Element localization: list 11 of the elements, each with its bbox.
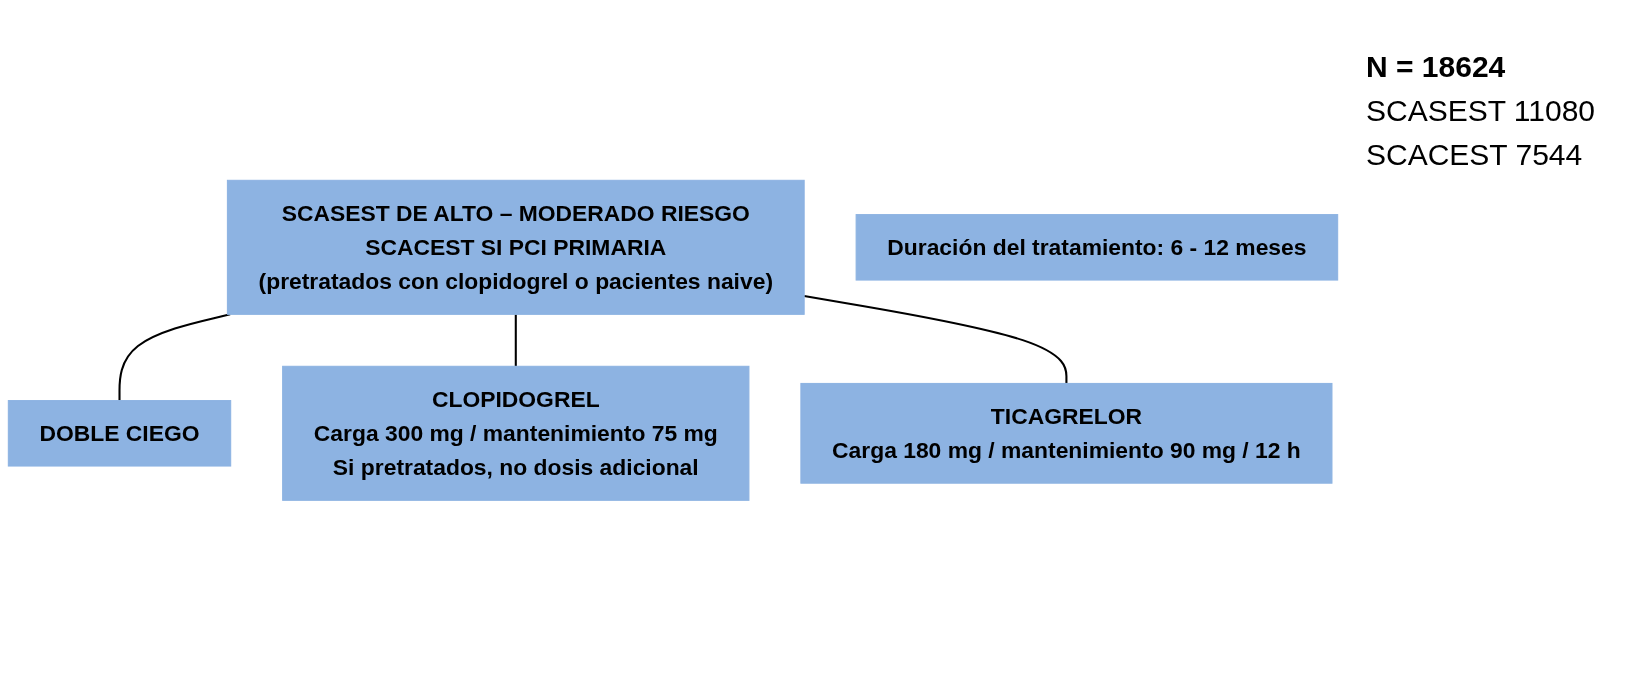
note-text: SCASEST 11080 [1366, 94, 1597, 128]
connector [514, 314, 517, 366]
connector [804, 294, 1068, 384]
connector [118, 313, 231, 401]
note-text: SCACEST 7544 [1366, 138, 1584, 172]
node-box: SCASEST DE ALTO – MODERADO RIESGO SCACEST SI PCI PRIMARIA (pretratados con clopidogrel o pacientes naive) [226, 179, 805, 315]
node-box: DOBLE CIEGO [7, 399, 232, 467]
note-text: N = 18624 [1366, 50, 1507, 84]
node-box: Duración del tratamiento: 6 - 12 meses [855, 213, 1339, 281]
node-box: TICAGRELOR Carga 180 mg / mantenimiento 90 mg / 12 h [800, 382, 1333, 484]
node-box: CLOPIDOGREL Carga 300 mg / mantenimiento 75 mg Si pretratados, no dosis adicional [282, 365, 750, 501]
